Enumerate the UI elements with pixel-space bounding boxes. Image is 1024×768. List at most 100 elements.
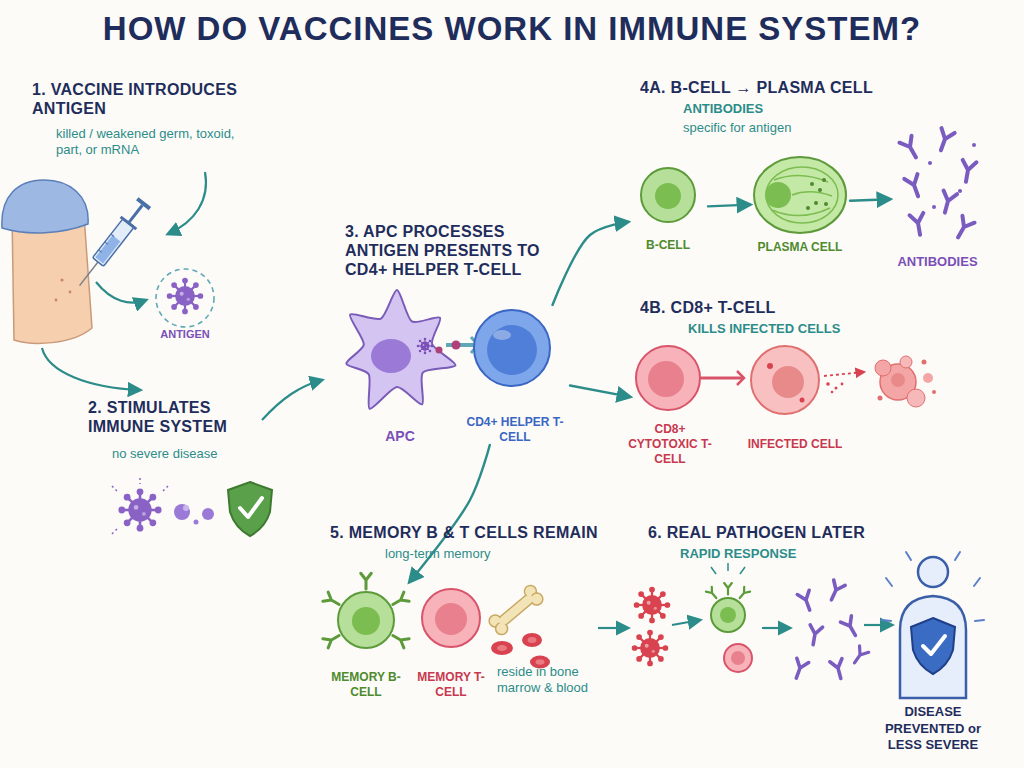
activated-memory-cell: [711, 567, 716, 574]
activated-memory-cell: [724, 583, 732, 595]
plasma-cell-outline: [750, 150, 850, 255]
weakened-germ: [112, 478, 168, 534]
antigen-virus: [167, 278, 204, 315]
virus-particle: [800, 398, 805, 403]
flow-connector: [850, 199, 890, 200]
step-heading: 5. MEMORY B & T CELLS REMAIN: [330, 523, 630, 542]
cell-debris: [831, 391, 834, 394]
blood-cells: [497, 645, 507, 651]
cell-granule: [824, 202, 828, 206]
cell-organelle: [792, 192, 832, 196]
flow-connector: [410, 445, 490, 582]
weakened-germ: [112, 486, 118, 492]
antibody-burst: [826, 580, 845, 602]
cell-debris: [922, 360, 927, 365]
cell-nucleus: [487, 325, 537, 375]
node-label: ANTIGEN: [145, 328, 225, 342]
person-head: [918, 557, 948, 587]
weakened-germ: [162, 486, 168, 492]
b-cell-receptor: [361, 573, 372, 589]
weakened-germ: [118, 488, 161, 531]
syringe-symbol: [105, 242, 108, 244]
t-cell-receptor: [700, 377, 744, 380]
cell-organelle: [772, 208, 830, 216]
b-cell: [641, 168, 695, 222]
cell-nucleus: [765, 182, 791, 208]
syringe-symbol: [111, 234, 114, 236]
flow-arrow: [672, 620, 700, 625]
cell-granule: [810, 182, 814, 186]
flow-arrow: [262, 380, 322, 420]
antibody-burst: [790, 658, 808, 680]
cytotoxic-t-cell: [636, 346, 700, 410]
cell-organelle: [774, 175, 828, 182]
cell-granule: [814, 201, 818, 205]
antibody-dot: [972, 143, 976, 147]
flow-connector: [708, 205, 750, 207]
cell-debris: [824, 372, 864, 376]
syringe-symbol: [92, 218, 134, 266]
b-cell-receptor: [323, 631, 342, 648]
cell-membrane: [766, 167, 838, 223]
syringe-symbol: [99, 250, 102, 252]
antibody-symbol: [959, 160, 976, 183]
activated-memory-cell: [711, 563, 745, 574]
step-note: KILLS INFECTED CELLS: [688, 321, 938, 337]
t-cell-receptor: [737, 371, 744, 385]
step-note: ANTIBODIES: [683, 101, 883, 117]
activated-memory-cell: [740, 567, 745, 574]
cell-debris: [923, 373, 933, 383]
antibody-burst: [850, 646, 869, 666]
node-label-group: PLASMA CELL: [745, 240, 855, 255]
antibody-burst: [840, 616, 860, 639]
step-note: RAPID RESPONSE: [680, 546, 880, 562]
memory-t-cell: MEMORY T-CELL: [412, 582, 490, 700]
antibody-burst: [830, 659, 847, 681]
step-note: specific for antigen: [683, 120, 883, 136]
antibody-dot: [928, 161, 932, 165]
step-note: killed / weakened germ, toxoid, part, or…: [56, 126, 256, 157]
node-label-group: ANTIGEN: [145, 328, 225, 342]
antibody-symbol: [899, 136, 922, 161]
node-label: DISEASE PREVENTED or LESS SEVERE: [877, 704, 989, 753]
antigen-fragment: [436, 347, 443, 354]
bone-symbol: [487, 583, 546, 637]
cell-debris: [891, 373, 905, 387]
step-heading: 2. STIMULATES IMMUNE SYSTEM: [88, 398, 258, 436]
blood-cells: [491, 633, 550, 669]
flow-arrow: [598, 627, 628, 629]
node-label-group: DISEASE PREVENTED or LESS SEVERE: [877, 704, 989, 753]
node-label-group: MEMORY T-CELL: [411, 670, 491, 700]
step-note: reside in bone marrow & blood: [497, 664, 607, 695]
node-label: INFECTED CELL: [735, 437, 855, 452]
antibody-symbol: [934, 128, 954, 153]
syringe-symbol: [136, 197, 151, 210]
node-label-group: APC: [360, 428, 440, 446]
memory-t-cell: [422, 589, 480, 647]
flow-arrow: [42, 348, 140, 390]
antibody-group-outline: [890, 125, 985, 270]
apc-cell: [346, 290, 455, 409]
infected-cell-outline: [740, 342, 850, 452]
cell-granule: [806, 206, 810, 210]
flow-connector: [570, 385, 630, 396]
t-cell-receptor: [700, 371, 744, 385]
pathogen-virus: [632, 630, 669, 667]
check-mark: [923, 636, 945, 654]
cell-debris: [824, 356, 936, 407]
antibody-group: ANTIBODIES: [890, 125, 985, 270]
antigen-presentation: [452, 341, 461, 350]
flow-arrow: [864, 624, 892, 626]
node-label: MEMORY B-CELL: [321, 670, 411, 700]
memory-b-cell: [338, 592, 394, 648]
activated-memory-cell: [731, 651, 745, 665]
cell-highlight: [493, 330, 511, 340]
infected-cell: INFECTED CELL: [740, 342, 850, 452]
engulfed-antigen: [417, 338, 434, 355]
cell-debris: [900, 356, 912, 368]
b-cell: B-CELL: [628, 163, 708, 253]
helper-t-cell: [474, 310, 550, 386]
glow-ray: [974, 578, 980, 586]
node-label: MEMORY T-CELL: [411, 670, 491, 700]
activated-memory-cell: [727, 563, 729, 571]
